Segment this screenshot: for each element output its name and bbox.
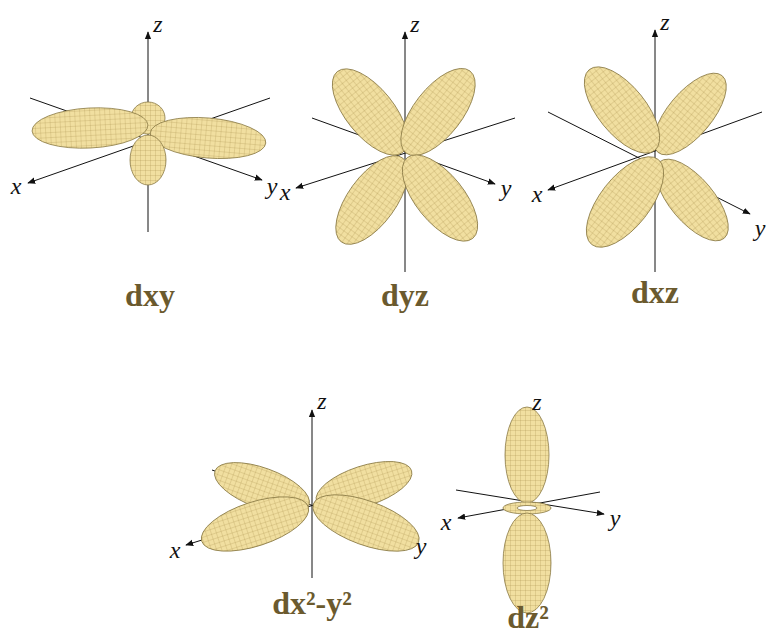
axis-label: y: [501, 176, 512, 200]
axis-label: z: [153, 12, 162, 36]
axis-label: x: [441, 510, 452, 534]
orbital-label: dz²: [507, 601, 549, 633]
axis-label: y: [416, 534, 427, 558]
axis-label: y: [755, 216, 766, 240]
orbital-label: dxy: [125, 279, 175, 311]
axis-label: y: [267, 174, 278, 198]
orbital-label: dyz: [381, 279, 429, 311]
axis-label: z: [410, 12, 419, 36]
axis-label: x: [280, 180, 291, 204]
axis-label: x: [11, 174, 22, 198]
orbital-label: dxz: [631, 276, 679, 308]
axis-label: z: [532, 390, 541, 414]
orbital-lobes: [31, 54, 741, 613]
axes: [28, 30, 762, 598]
orbital-label: dx²-y²: [272, 587, 352, 619]
axis-label: z: [317, 389, 326, 413]
axis-label: x: [532, 182, 543, 206]
axis-label: x: [170, 538, 181, 562]
axis-label: y: [610, 506, 621, 530]
axis-label: z: [660, 10, 669, 34]
